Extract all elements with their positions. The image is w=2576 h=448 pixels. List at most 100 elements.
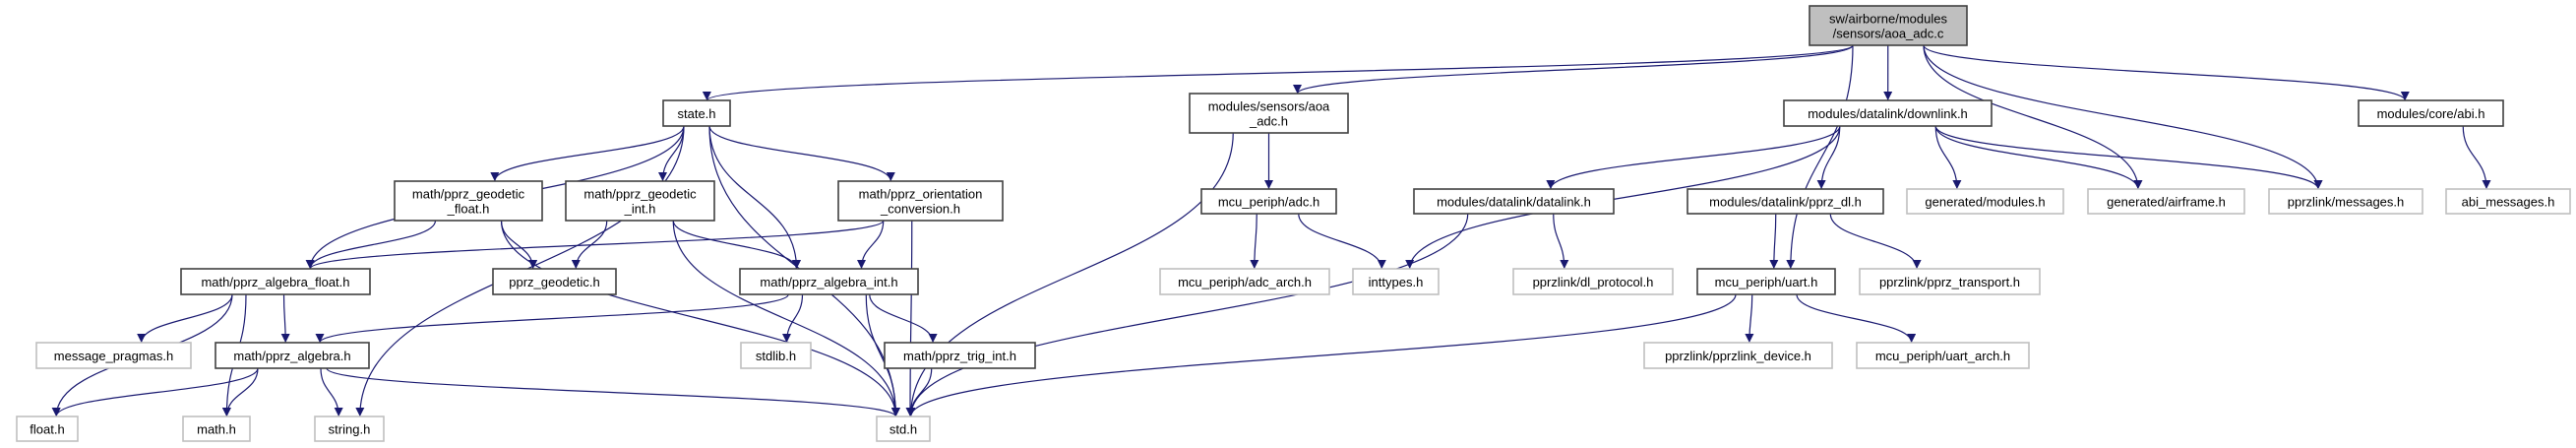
node-box — [1189, 93, 1349, 134]
node-label: /sensors/aoa_adc.c — [1833, 27, 1944, 41]
node-label: modules/datalink/downlink.h — [1808, 106, 1968, 121]
node-label: _adc.h — [1249, 114, 1288, 129]
node-std[interactable]: std.h — [876, 416, 931, 442]
node-gen-modules[interactable]: generated/modules.h — [1906, 188, 2064, 215]
node-label: generated/modules.h — [1925, 195, 2045, 210]
node-stdlib[interactable]: stdlib.h — [740, 342, 812, 369]
edge-downlink-to-messages — [1934, 125, 2323, 190]
edge-root-to-abi — [1923, 44, 2410, 101]
edge-geo-float-to-pprz-geodetic — [500, 220, 538, 270]
edge-uart-to-pprzlink-device — [1745, 293, 1754, 344]
node-box — [1352, 268, 1440, 295]
edge-algebra-to-string — [320, 367, 343, 417]
edge-root-to-messages — [1923, 44, 2323, 190]
node-downlink[interactable]: modules/datalink/downlink.h — [1783, 99, 1993, 127]
node-abi-messages[interactable]: abi_messages.h — [2445, 188, 2571, 215]
node-box — [182, 416, 251, 442]
edge-downlink-to-gen-modules — [1934, 125, 1962, 190]
edge-algebra-to-std — [326, 367, 900, 417]
edge-algebra-to-math — [221, 367, 259, 417]
node-geo-int[interactable]: math/pprz_geodetic_int.h — [565, 180, 715, 222]
node-label: _conversion.h — [880, 202, 960, 217]
edge-downlink-to-pprz-dl — [1816, 125, 1841, 190]
node-abi[interactable]: modules/core/abi.h — [2358, 99, 2504, 127]
node-box — [1783, 99, 1993, 127]
node-box — [2358, 99, 2504, 127]
edge-datalink-to-std — [906, 213, 1469, 417]
node-messages[interactable]: pprzlink/messages.h — [2268, 188, 2423, 215]
edge-state-to-geo-float — [490, 125, 685, 182]
node-msg-pragmas[interactable]: message_pragmas.h — [35, 342, 192, 369]
node-uart-arch[interactable]: mcu_periph/uart_arch.h — [1856, 342, 2030, 369]
node-label: float.h — [30, 422, 64, 437]
node-trig-int[interactable]: math/pprz_trig_int.h — [884, 342, 1036, 369]
node-box — [837, 180, 1004, 222]
node-label: mcu_periph/adc.h — [1218, 195, 1319, 210]
node-pprzlink-device[interactable]: pprzlink/pprzlink_device.h — [1643, 342, 1833, 369]
edge-alg-int-to-algebra — [315, 293, 789, 344]
node-box — [740, 342, 812, 369]
node-adc-arch[interactable]: mcu_periph/adc_arch.h — [1159, 268, 1330, 295]
edge-state-to-orient — [708, 125, 895, 182]
edge-pprz-dl-to-pprz-transport — [1829, 213, 1922, 270]
node-label: math/pprz_orientation — [859, 187, 983, 202]
edges — [51, 44, 2491, 417]
edge-uart-to-uart-arch — [1796, 293, 1917, 344]
node-math[interactable]: math.h — [182, 416, 251, 442]
node-adc[interactable]: mcu_periph/adc.h — [1200, 188, 1337, 215]
node-label: math/pprz_algebra_int.h — [760, 275, 897, 289]
node-inttypes[interactable]: inttypes.h — [1352, 268, 1440, 295]
node-box — [884, 342, 1036, 369]
node-box — [1413, 188, 1615, 215]
node-pprz-dl[interactable]: modules/datalink/pprz_dl.h — [1687, 188, 1884, 215]
node-label: inttypes.h — [1369, 275, 1424, 289]
node-box — [1159, 268, 1330, 295]
node-alg-int[interactable]: math/pprz_algebra_int.h — [739, 268, 919, 295]
node-label: generated/airframe.h — [2107, 195, 2226, 210]
node-label: std.h — [889, 422, 917, 437]
node-box — [1859, 268, 2041, 295]
edge-pprz-dl-to-uart — [1769, 213, 1779, 270]
node-box — [2087, 188, 2245, 215]
node-label: abi_messages.h — [2462, 195, 2555, 210]
node-label: math/pprz_algebra.h — [233, 349, 350, 363]
node-label: modules/datalink/pprz_dl.h — [1709, 195, 1862, 210]
node-orient[interactable]: math/pprz_orientation_conversion.h — [837, 180, 1004, 222]
node-string[interactable]: string.h — [314, 416, 385, 442]
node-algebra[interactable]: math/pprz_algebra.h — [215, 342, 370, 369]
node-label: pprzlink/pprz_transport.h — [1879, 275, 2020, 289]
node-box — [215, 342, 370, 369]
node-datalink[interactable]: modules/datalink/datalink.h — [1413, 188, 1615, 215]
edge-downlink-to-inttypes — [1405, 125, 1841, 270]
node-dl-protocol[interactable]: pprzlink/dl_protocol.h — [1512, 268, 1674, 295]
node-box — [2268, 188, 2423, 215]
node-pprz-geodetic[interactable]: pprz_geodetic.h — [492, 268, 617, 295]
node-box — [739, 268, 919, 295]
node-uart[interactable]: mcu_periph/uart.h — [1696, 268, 1836, 295]
edge-root-to-state — [703, 44, 1854, 101]
node-box — [662, 99, 731, 127]
node-aoa-adc-h[interactable]: modules/sensors/aoa_adc.h — [1189, 93, 1349, 134]
node-box — [16, 416, 79, 442]
node-alg-float[interactable]: math/pprz_algebra_float.h — [180, 268, 371, 295]
node-gen-airframe[interactable]: generated/airframe.h — [2087, 188, 2245, 215]
node-label: math/pprz_algebra_float.h — [201, 275, 349, 289]
node-float[interactable]: float.h — [16, 416, 79, 442]
node-state[interactable]: state.h — [662, 99, 731, 127]
node-label: mcu_periph/adc_arch.h — [1178, 275, 1312, 289]
node-box — [1512, 268, 1674, 295]
node-label: mcu_periph/uart.h — [1715, 275, 1818, 289]
node-label: state.h — [677, 106, 715, 121]
node-box — [1200, 188, 1337, 215]
node-root[interactable]: sw/airborne/modules/sensors/aoa_adc.c — [1809, 5, 1968, 46]
node-label: mcu_periph/uart_arch.h — [1875, 349, 2010, 363]
node-geo-float[interactable]: math/pprz_geodetic_float.h — [394, 180, 543, 222]
node-pprz-transport[interactable]: pprzlink/pprz_transport.h — [1859, 268, 2041, 295]
edge-alg-int-to-std — [865, 293, 900, 417]
node-label: pprzlink/pprzlink_device.h — [1665, 349, 1811, 363]
edge-state-to-alg-int — [708, 125, 801, 270]
edge-alg-int-to-trig-int — [869, 293, 938, 344]
edge-alg-int-to-stdlib — [782, 293, 804, 344]
edge-adc-to-inttypes — [1298, 213, 1386, 270]
node-box — [1696, 268, 1836, 295]
